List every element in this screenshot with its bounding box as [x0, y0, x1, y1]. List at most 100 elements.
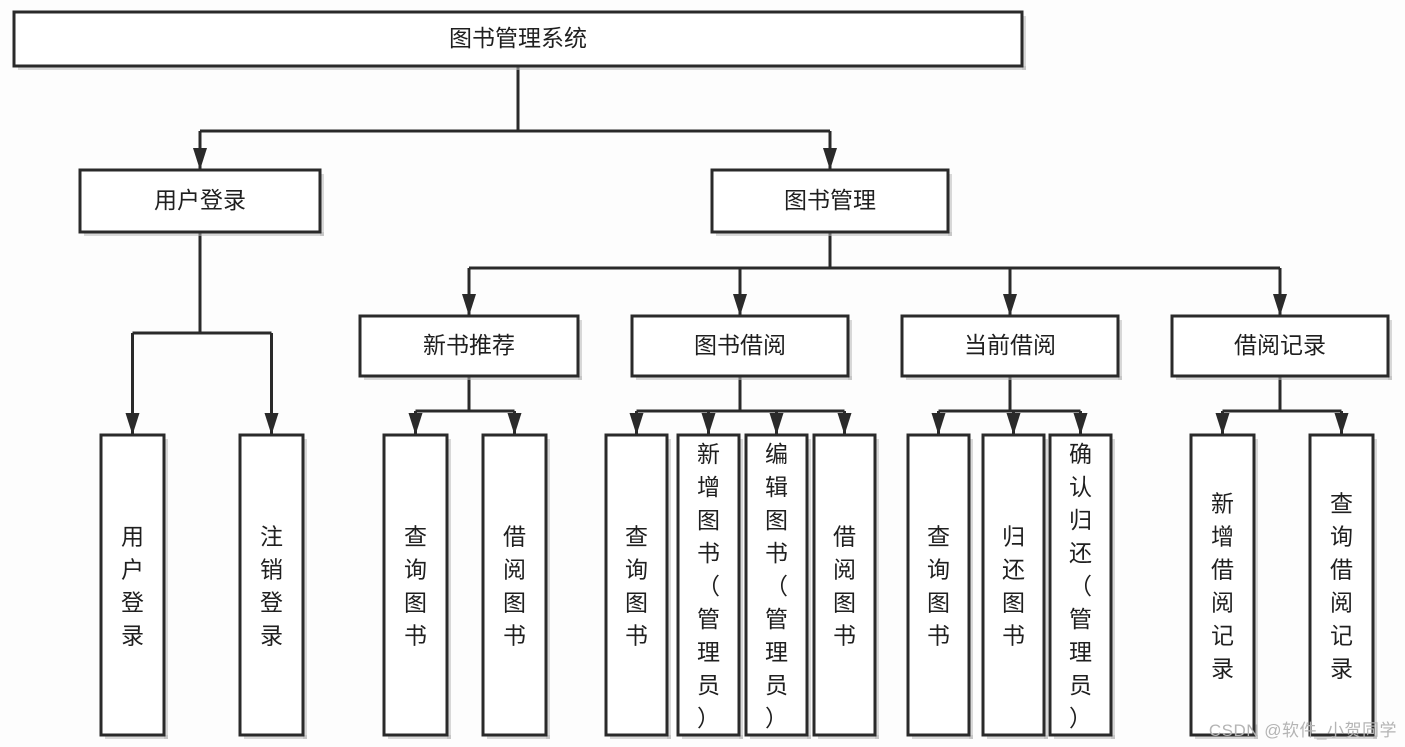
- node-shadow: [388, 735, 451, 739]
- connector-links: [125, 66, 1349, 435]
- node-leaf-query-book-2[interactable]: 查询图书: [604, 433, 671, 739]
- node-shadow: [807, 439, 811, 739]
- node-book-borrow[interactable]: 图书借阅: [630, 314, 852, 380]
- node-rect[interactable]: [676, 433, 741, 737]
- arrowhead-icon: [769, 413, 784, 435]
- node-root[interactable]: 图书管理系统: [12, 10, 1026, 70]
- node-label: 新书推荐: [423, 332, 515, 358]
- node-rect[interactable]: [382, 433, 449, 737]
- node-rect[interactable]: [900, 314, 1120, 378]
- arrowhead-icon: [462, 294, 476, 316]
- node-leaf-user-logout[interactable]: 注销登录: [238, 433, 307, 739]
- node-rect[interactable]: [604, 433, 669, 737]
- node-leaf-borrow-book-1[interactable]: 借阅图书: [481, 433, 550, 739]
- arrowhead-icon: [193, 148, 207, 170]
- node-leaf-query-book-3[interactable]: 查询图书: [906, 433, 973, 739]
- node-shadow: [164, 439, 168, 739]
- node-rect[interactable]: [99, 433, 166, 737]
- node-shadow: [848, 320, 852, 380]
- node-rect[interactable]: [358, 314, 580, 378]
- node-shadow: [948, 174, 952, 236]
- node-leaf-confirm-return[interactable]: 确认归还（管理员）: [1048, 433, 1115, 739]
- node-leaf-borrow-book-2[interactable]: 借阅图书: [812, 433, 879, 739]
- arrowhead-icon: [1273, 294, 1287, 316]
- node-shadow: [546, 439, 550, 739]
- node-leaf-edit-book[interactable]: 编辑图书（管理员）: [744, 433, 811, 739]
- node-shadow: [1373, 439, 1377, 739]
- node-label: 查询图书: [927, 524, 950, 649]
- node-shadow: [578, 320, 582, 380]
- node-shadow: [84, 232, 324, 236]
- node-shadow: [320, 174, 324, 236]
- node-label: 新增图书（管理员）: [697, 441, 720, 731]
- node-leaf-user-login[interactable]: 用户登录: [99, 433, 168, 739]
- node-label: 图书管理: [784, 187, 876, 213]
- node-rect[interactable]: [1189, 433, 1256, 737]
- node-label: 当前借阅: [964, 332, 1056, 358]
- node-shadow: [487, 735, 550, 739]
- node-label: 查询图书: [404, 524, 427, 649]
- node-shadow: [1118, 320, 1122, 380]
- node-label: 图书借阅: [694, 332, 786, 358]
- node-book-management[interactable]: 图书管理: [710, 168, 952, 236]
- node-label: 确认归还（管理员）: [1069, 441, 1092, 731]
- arrowhead-icon: [408, 413, 423, 435]
- node-rect[interactable]: [630, 314, 850, 378]
- node-shadow: [105, 735, 168, 739]
- node-leaf-return-book[interactable]: 归还图书: [981, 433, 1048, 739]
- node-label: 借阅图书: [503, 524, 526, 649]
- node-leaf-query-book-1[interactable]: 查询图书: [382, 433, 451, 739]
- node-shadow: [1176, 376, 1392, 380]
- node-leaf-add-record[interactable]: 新增借阅记录: [1189, 433, 1258, 739]
- node-rect[interactable]: [1048, 433, 1113, 737]
- arrowhead-icon: [823, 148, 837, 170]
- node-rect[interactable]: [744, 433, 809, 737]
- node-shadow: [750, 735, 811, 739]
- node-rect[interactable]: [906, 433, 971, 737]
- node-shadow: [447, 439, 451, 739]
- node-rect[interactable]: [1170, 314, 1390, 378]
- node-leaf-query-record[interactable]: 查询借阅记录: [1308, 433, 1377, 739]
- node-label: 注销登录: [260, 524, 283, 649]
- node-leaf-add-book[interactable]: 新增图书（管理员）: [676, 433, 743, 739]
- arrowhead-icon: [733, 294, 747, 316]
- watermark-text: CSDN @软件_小贺同学: [1208, 721, 1397, 740]
- arrowhead-icon: [1215, 413, 1230, 435]
- node-shadow: [912, 735, 973, 739]
- arrowhead-icon: [629, 413, 644, 435]
- node-rect[interactable]: [78, 168, 322, 234]
- node-label: 用户登录: [154, 187, 246, 213]
- node-label: 图书管理系统: [449, 25, 587, 51]
- node-shadow: [1314, 735, 1377, 739]
- node-shadow: [244, 735, 307, 739]
- node-shadow: [682, 735, 743, 739]
- node-rect[interactable]: [1308, 433, 1375, 737]
- node-shadow: [1254, 439, 1258, 739]
- diagram-nodes: 图书管理系统用户登录图书管理新书推荐图书借阅当前借阅借阅记录用户登录注销登录查询…: [12, 10, 1392, 739]
- node-label: 归还图书: [1002, 524, 1025, 649]
- node-user-login[interactable]: 用户登录: [78, 168, 324, 236]
- node-label: 新增借阅记录: [1211, 491, 1234, 682]
- node-rect[interactable]: [238, 433, 305, 737]
- node-rect[interactable]: [812, 433, 877, 737]
- arrowhead-icon: [507, 413, 522, 435]
- node-rect[interactable]: [981, 433, 1046, 737]
- node-borrow-record[interactable]: 借阅记录: [1170, 314, 1392, 380]
- node-rect[interactable]: [710, 168, 950, 234]
- node-shadow: [987, 735, 1048, 739]
- node-shadow: [906, 376, 1122, 380]
- node-current-borrow[interactable]: 当前借阅: [900, 314, 1122, 380]
- node-label: 借阅记录: [1234, 332, 1326, 358]
- arrowhead-icon: [1003, 294, 1017, 316]
- node-rect[interactable]: [12, 10, 1024, 68]
- node-rect[interactable]: [481, 433, 548, 737]
- node-shadow: [18, 66, 1026, 70]
- node-shadow: [1111, 439, 1115, 739]
- node-label: 查询借阅记录: [1330, 491, 1353, 682]
- node-shadow: [1054, 735, 1115, 739]
- node-new-book-recommend[interactable]: 新书推荐: [358, 314, 582, 380]
- node-label: 查询图书: [625, 524, 648, 649]
- arrowhead-icon: [1006, 413, 1021, 435]
